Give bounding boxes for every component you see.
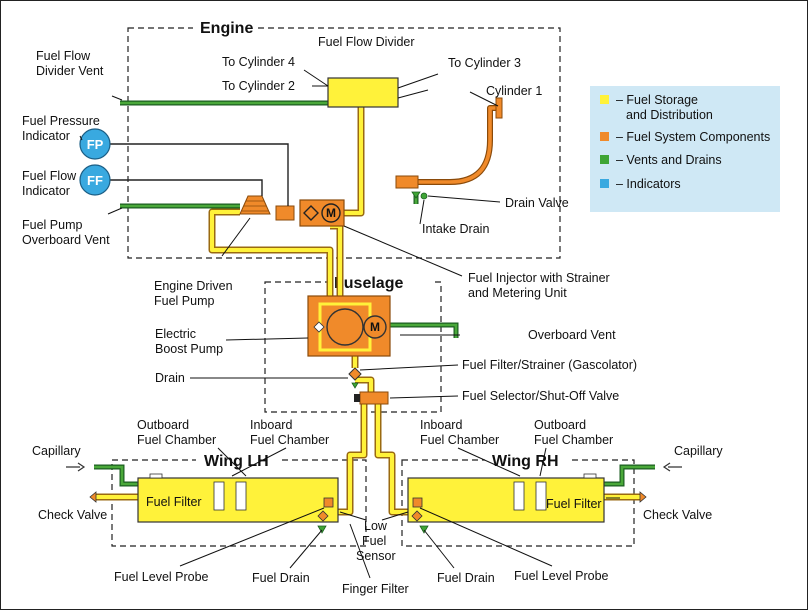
capillary-right-icon (662, 462, 682, 472)
induction-pipe (395, 91, 503, 189)
label-fuel-flow-divider-vent-2: Divider Vent (36, 64, 104, 78)
label-finger-filter: Finger Filter (342, 582, 409, 596)
legend-background (590, 86, 780, 212)
legend-label-1-0: – Fuel System Components (616, 130, 770, 144)
selector-handle (354, 394, 360, 402)
label-to-cylinder-3: To Cylinder 3 (448, 56, 521, 70)
label-fuel-injector-1: Fuel Injector with Strainer (468, 271, 610, 285)
engine-title: Engine (200, 20, 253, 37)
legend-swatch-1 (600, 132, 609, 141)
legend-swatch-3 (600, 179, 609, 188)
fuel-selector-valve (359, 391, 389, 405)
label-fuel-pressure-indicator-1: Fuel Pressure (22, 114, 100, 128)
pump-coupler (275, 205, 295, 221)
fuselage-title: Fuselage (334, 275, 403, 292)
label-electric-boost-pump-1: Electric (155, 327, 196, 341)
leader-lines (79, 95, 620, 579)
legend-label-2-0: – Vents and Drains (616, 153, 722, 167)
label-capillary-right: Capillary (674, 444, 723, 458)
label-intake-drain: Intake Drain (422, 222, 489, 236)
metering-unit-motor-symbol: M (326, 206, 336, 220)
engine-zone (127, 27, 561, 259)
legend-swatch-2 (600, 155, 609, 164)
fuselage-zone (264, 281, 442, 413)
wing-lh-title-bg (196, 450, 278, 470)
fuel-flow-divider-box (327, 77, 399, 108)
check-valve-left-icon (89, 491, 97, 503)
fuel-pressure-indicator-icon (79, 128, 111, 160)
label-fuel-drain-right: Fuel Drain (437, 571, 495, 585)
fp-signal-line (110, 143, 289, 206)
label-engine-driven-fuel-pump-2: Fuel Pump (154, 294, 214, 308)
label-fuel-filter-right: Fuel Filter (546, 497, 602, 511)
label-low-fuel-sensor-1: Low (364, 519, 388, 533)
fuel-injector-metering-unit (299, 199, 345, 227)
label-fuel-pressure-indicator-2: Indicator (22, 129, 70, 143)
label-fuel-flow-indicator-1: Fuel Flow (22, 169, 77, 183)
label-outboard-chamber-rh-2: Fuel Chamber (534, 433, 613, 447)
label-inboard-chamber-rh-2: Fuel Chamber (420, 433, 499, 447)
label-inboard-chamber-lh-1: Inboard (250, 418, 292, 432)
fuel-drain-right-icon (419, 525, 429, 534)
legend-swatch-0 (600, 95, 609, 104)
cylinder-leaders (303, 69, 439, 99)
label-fuel-level-probe-right: Fuel Level Probe (514, 569, 609, 583)
label-fuel-flow-indicator-2: Indicator (22, 184, 70, 198)
label-drain-valve: Drain Valve (505, 196, 569, 210)
gascolator-diamond (348, 367, 362, 381)
wing-rh-title-bg (485, 450, 571, 470)
label-fuel-level-probe-left: Fuel Level Probe (114, 570, 209, 584)
label-fuel-filter-left: Fuel Filter (146, 495, 202, 509)
boost-pump-motor-symbol: M (370, 320, 380, 334)
label-cylinder-1: Cylinder 1 (486, 84, 542, 98)
label-inboard-chamber-rh-1: Inboard (420, 418, 462, 432)
label-engine-driven-fuel-pump-1: Engine Driven (154, 279, 233, 293)
ff-badge: FF (87, 173, 103, 188)
fuel-drain-left-icon (317, 525, 327, 534)
label-fuel-injector-2: and Metering Unit (468, 286, 567, 300)
electric-boost-pump (307, 295, 391, 357)
wing-rh-tank (407, 473, 605, 523)
wing-lh-tank (137, 473, 339, 523)
gascolator-drain (351, 382, 359, 389)
fuel-flow-indicator-icon (79, 164, 111, 196)
legend-label-0-1: and Distribution (626, 108, 713, 122)
label-check-valve-right: Check Valve (643, 508, 712, 522)
fp-badge: FP (87, 137, 104, 152)
label-overboard-vent: Overboard Vent (528, 328, 616, 342)
label-outboard-chamber-rh-1: Outboard (534, 418, 586, 432)
label-fuel-pump-overboard-vent-2: Overboard Vent (22, 233, 110, 247)
capillary-left-icon (66, 462, 86, 472)
label-fuel-flow-divider: Fuel Flow Divider (318, 35, 415, 49)
label-fuel-drain-left: Fuel Drain (252, 571, 310, 585)
engine-driven-fuel-pump (239, 195, 271, 215)
engine-title-bg (193, 18, 255, 38)
label-capillary-left: Capillary (32, 444, 81, 458)
check-valve-right-icon (639, 491, 647, 503)
label-low-fuel-sensor-2: Fuel (362, 534, 386, 548)
label-outboard-chamber-lh-1: Outboard (137, 418, 189, 432)
label-fuel-selector: Fuel Selector/Shut-Off Valve (462, 389, 619, 403)
label-to-cylinder-2: To Cylinder 2 (222, 79, 295, 93)
ff-signal-line (110, 179, 263, 196)
intake-drain-valve (411, 191, 421, 199)
label-low-fuel-sensor-3: Sensor (356, 549, 396, 563)
legend-label-0-0: – Fuel Storage (616, 93, 698, 107)
legend-label-3-0: – Indicators (616, 177, 681, 191)
label-fuel-pump-overboard-vent-1: Fuel Pump (22, 218, 82, 232)
label-drain: Drain (155, 371, 185, 385)
label-electric-boost-pump-2: Boost Pump (155, 342, 223, 356)
vent-lines (94, 100, 655, 487)
label-fuel-filter-strainer: Fuel Filter/Strainer (Gascolator) (462, 358, 637, 372)
fuselage-title-bg (329, 272, 431, 292)
drain-valve-icon (420, 192, 428, 200)
label-inboard-chamber-lh-2: Fuel Chamber (250, 433, 329, 447)
label-fuel-flow-divider-vent-1: Fuel Flow (36, 49, 91, 63)
label-check-valve-left: Check Valve (38, 508, 107, 522)
label-to-cylinder-4: To Cylinder 4 (222, 55, 295, 69)
label-outboard-chamber-lh-2: Fuel Chamber (137, 433, 216, 447)
